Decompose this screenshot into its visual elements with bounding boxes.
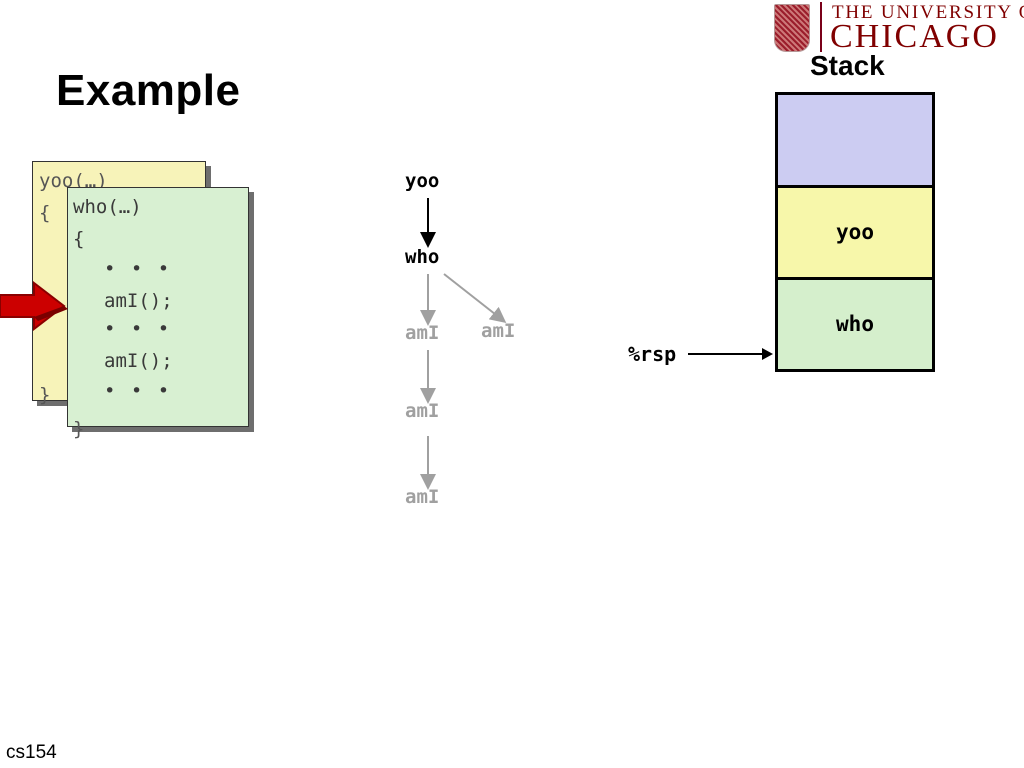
logo-line-1: THE UNIVERSITY OF <box>832 2 1024 23</box>
logo-divider <box>820 2 822 52</box>
yoo-close-brace: } <box>39 384 51 406</box>
slide-title: Example <box>56 66 241 115</box>
who-call-2: amI(); <box>104 350 173 372</box>
who-ellipsis-2: • • • <box>104 318 172 340</box>
stack: yoo who <box>775 92 935 372</box>
tree-node-ami: amI <box>481 320 516 342</box>
yoo-signature: yoo(…) <box>39 170 108 192</box>
tree-node-ami: amI <box>405 400 440 422</box>
course-label: cs154 <box>6 742 57 763</box>
stack-frame-label: who <box>836 312 874 336</box>
tree-node-yoo: yoo <box>405 170 440 192</box>
who-close-brace: } <box>73 418 85 440</box>
who-ellipsis-1: • • • <box>104 258 172 280</box>
tree-node-who: who <box>405 246 440 268</box>
stack-frame-who: who <box>778 280 932 369</box>
logo-line-2: CHICAGO <box>830 18 999 55</box>
stack-frame-caller <box>778 95 932 188</box>
who-signature: who(…) <box>73 196 142 218</box>
who-open-brace: { <box>73 228 85 250</box>
who-ellipsis-3: • • • <box>104 380 172 402</box>
who-call-1: amI(); <box>104 290 173 312</box>
current-instruction-arrow-icon <box>0 281 68 331</box>
rsp-label: %rsp <box>628 342 677 366</box>
tree-node-ami: amI <box>405 486 440 508</box>
crest-icon <box>774 4 810 52</box>
stack-title: Stack <box>810 50 885 81</box>
rsp-arrow-icon <box>688 348 773 360</box>
tree-node-ami: amI <box>405 322 440 344</box>
stack-frame-label: yoo <box>836 220 874 244</box>
stack-frame-yoo: yoo <box>778 188 932 280</box>
call-tree-edges <box>420 198 507 490</box>
yoo-open-brace: { <box>39 202 51 224</box>
who-code-card: who(…) { • • • amI(); • • • amI(); • • •… <box>67 187 249 440</box>
university-logo: THE UNIVERSITY OF CHICAGO <box>764 0 1024 56</box>
edge-who-ami-right <box>443 273 507 323</box>
